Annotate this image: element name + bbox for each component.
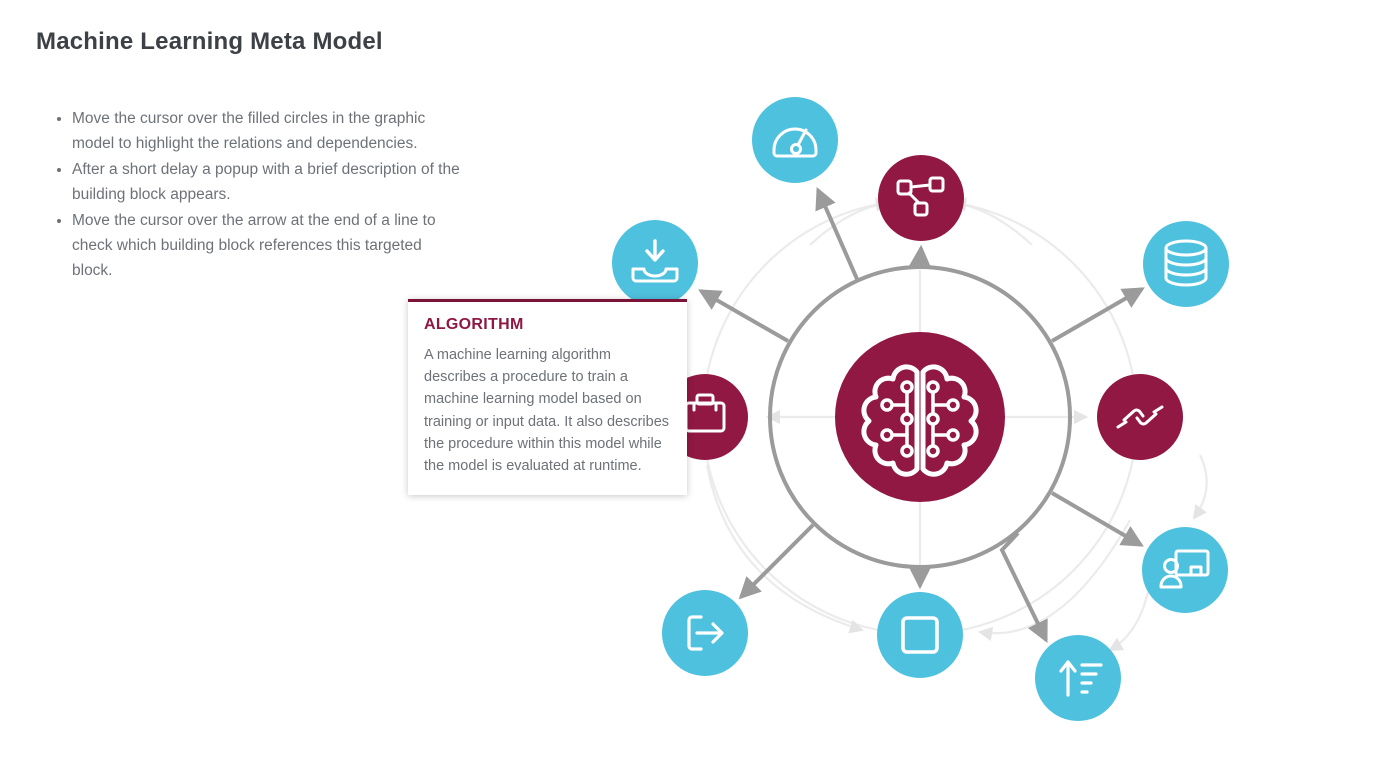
node-export[interactable] (662, 590, 748, 676)
square-icon (901, 616, 939, 654)
database-icon (1164, 239, 1208, 287)
faded-arrow-to-square-right[interactable] (977, 519, 1131, 641)
instruction-item: After a short delay a popup with a brief… (72, 157, 464, 208)
brain-icon (861, 364, 979, 477)
popup-title: ALGORITHM (424, 316, 524, 333)
node-circle[interactable] (878, 155, 964, 241)
node-graph[interactable] (878, 155, 964, 241)
faded-arrow-to-sort[interactable] (1108, 591, 1150, 652)
node-circle[interactable] (877, 592, 963, 678)
node-square[interactable] (877, 592, 963, 678)
building-block-popup: ALGORITHM A machine learning algorithm d… (408, 299, 687, 496)
arrow-to-graph[interactable] (908, 244, 931, 268)
node-circle[interactable] (1097, 374, 1183, 460)
node-database[interactable] (1143, 221, 1229, 307)
faded-arrow-to-presentation[interactable] (1192, 454, 1208, 520)
center-circle[interactable] (835, 332, 1005, 502)
faded-arrow-to-square-left[interactable] (705, 464, 865, 634)
arrow-to-sort[interactable] (999, 531, 1048, 643)
arrow-to-inbox[interactable] (698, 289, 789, 343)
node-handshake[interactable] (1097, 374, 1183, 460)
inbox-download-icon (631, 239, 679, 283)
arrow-to-gauge[interactable] (815, 186, 859, 280)
node-circle[interactable] (612, 220, 698, 306)
popup-description: A machine learning algorithm describes a… (424, 347, 670, 474)
graph-nodes-icon (896, 176, 945, 217)
gauge-icon (772, 127, 818, 158)
instruction-item: Move the cursor over the arrow at the en… (72, 208, 464, 284)
presentation-icon (1159, 549, 1210, 589)
instructions-list: Move the cursor over the filled circles … (52, 106, 464, 284)
arrow-to-export[interactable] (738, 523, 815, 600)
instruction-item: Move the cursor over the filled circles … (72, 106, 464, 157)
handshake-icon (1116, 405, 1164, 429)
sort-ascending-icon (1059, 660, 1103, 697)
node-presentation[interactable] (1142, 527, 1228, 613)
node-circle[interactable] (1142, 527, 1228, 613)
node-inbox[interactable] (612, 220, 698, 306)
node-sort[interactable] (1035, 635, 1121, 721)
arrow-to-database[interactable] (1050, 287, 1145, 343)
export-icon (687, 615, 724, 651)
node-center-model[interactable] (835, 332, 1005, 502)
page-title: Machine Learning Meta Model (36, 28, 383, 55)
node-gauge[interactable] (752, 97, 838, 183)
arrow-to-presentation[interactable] (1050, 491, 1144, 547)
node-circle[interactable] (752, 97, 838, 183)
node-circle[interactable] (1035, 635, 1121, 721)
